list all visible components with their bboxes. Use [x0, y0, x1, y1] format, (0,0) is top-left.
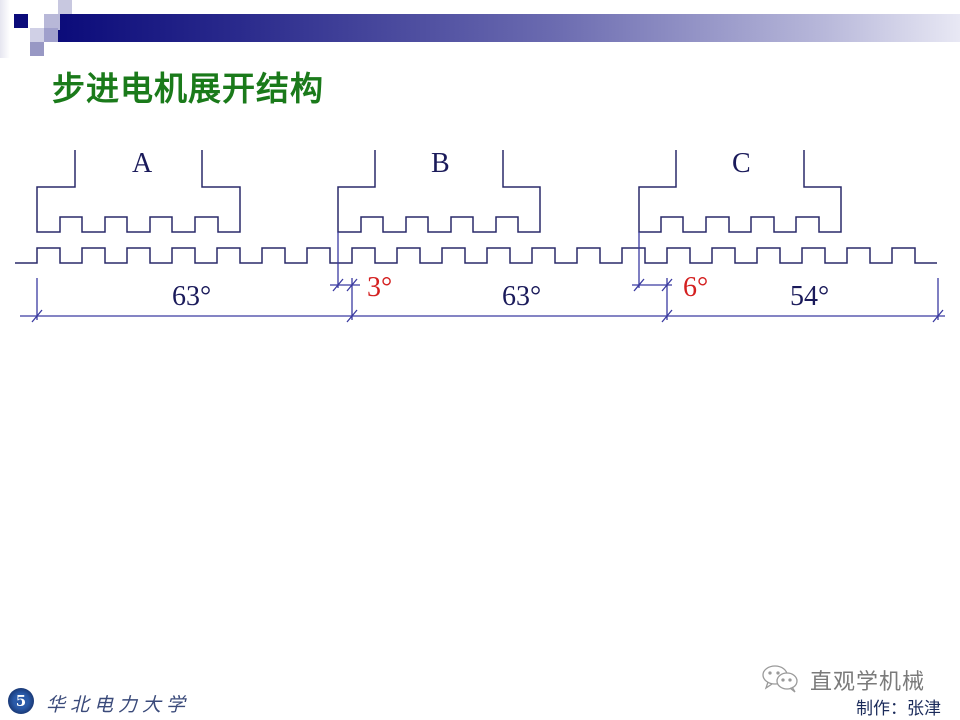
dimension-c-span: 54° [790, 281, 830, 312]
header-deco-square [44, 14, 60, 30]
school-logo-icon: 5 [8, 688, 34, 714]
header-deco-square [30, 42, 44, 56]
dimension-offset-b: 3° [367, 272, 393, 303]
stator-pole-a [36, 150, 241, 233]
header-deco-square [44, 28, 58, 42]
phase-label-a: A [132, 148, 153, 179]
author-credit: 制作：张津 [856, 699, 941, 719]
dimension-offset-c: 6° [683, 272, 709, 303]
dimension-a-span: 63° [172, 281, 212, 312]
school-name: 华北电力大学 [46, 694, 191, 716]
stepper-motor-unrolled-diagram [15, 150, 945, 323]
dimension-b-span: 63° [502, 281, 542, 312]
phase-label-b: B [431, 148, 450, 179]
stator-pole-b [337, 150, 541, 233]
phase-label-c: C [732, 148, 751, 179]
stator-pole-c [638, 150, 842, 233]
rotor-teeth [15, 247, 937, 264]
header-deco-fade [0, 0, 10, 58]
header-gradient-bar [58, 14, 960, 42]
slide-title: 步进电机展开结构 [52, 69, 324, 108]
watermark-text: 直观学机械 [810, 670, 926, 695]
header-deco-square [58, 0, 72, 14]
header-deco-square [14, 14, 28, 28]
header-deco-square [30, 28, 44, 42]
wechat-icon [762, 665, 798, 693]
